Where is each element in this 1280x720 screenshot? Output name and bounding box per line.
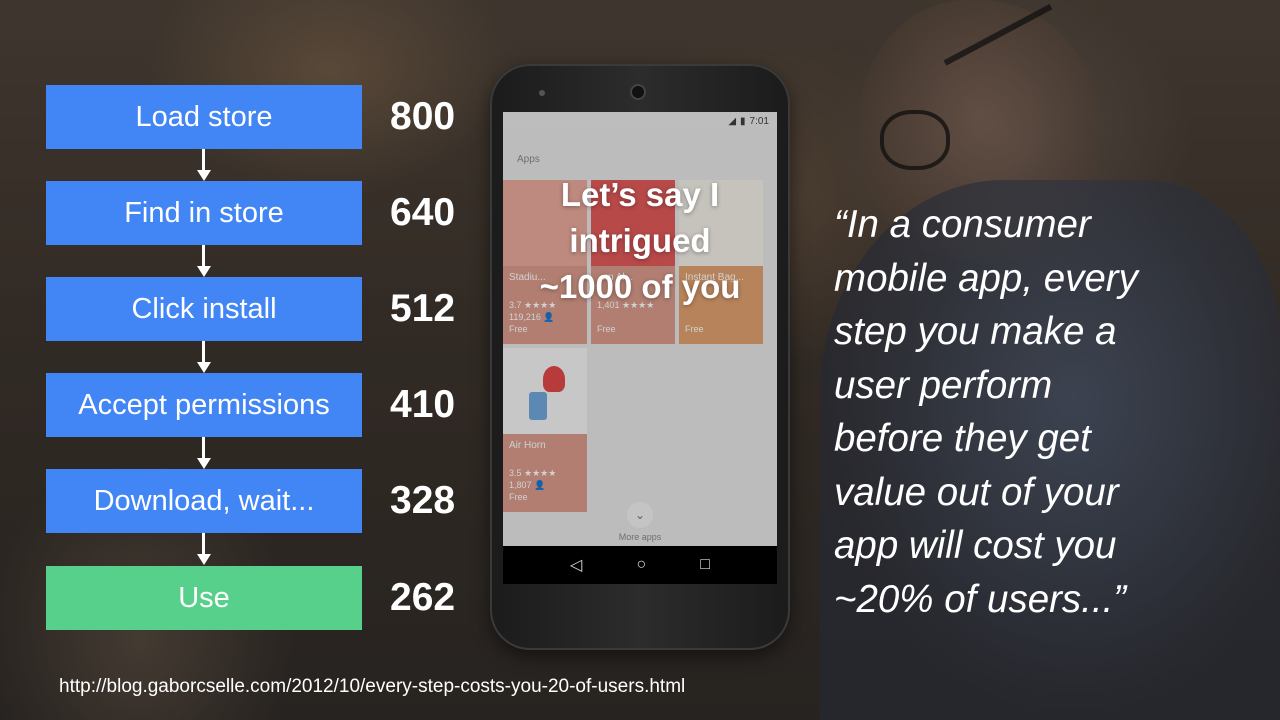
screen-dim-overlay (503, 130, 777, 546)
camera-icon (630, 84, 646, 100)
quote-line: mobile app, every (834, 256, 1138, 300)
source-url[interactable]: http://blog.gaborcselle.com/2012/10/ever… (59, 676, 686, 697)
battery-icon: ▮ (740, 115, 746, 127)
android-navbar: ◁ ○ □ (503, 546, 777, 584)
quote: “In a consumer mobile app, every step yo… (834, 198, 1254, 626)
phone-overlay-text: Let’s say I intrigued ~1000 of you (500, 172, 780, 310)
more-apps[interactable]: ⌄ More apps (503, 502, 777, 542)
sensor-dot (539, 90, 545, 96)
quote-line: user perform (834, 363, 1053, 407)
phone-screen: ◢ ▮ 7:01 Apps Stadiu... 3.7 ★★★★ 119,216… (503, 112, 777, 584)
overlay-line: intrigued (569, 222, 711, 259)
phone-device: ◢ ▮ 7:01 Apps Stadiu... 3.7 ★★★★ 119,216… (490, 64, 790, 650)
step-click-install: Click install (46, 277, 362, 341)
quote-line: value out of your (834, 470, 1119, 514)
step-download-wait: Download, wait... (46, 469, 362, 533)
app-tile-rating: 1,401 ★★★★ (597, 300, 655, 310)
app-tile-price: Free (685, 324, 704, 334)
person-shirt (820, 180, 1280, 720)
count-click-install: 512 (390, 287, 456, 330)
signal-icon: ◢ (728, 115, 737, 127)
app-tile[interactable]: ...m Al... 1,401 ★★★★ Free (591, 180, 675, 344)
count-load-store: 800 (390, 95, 456, 138)
app-tile-image (591, 180, 675, 266)
app-tile-name: ...m Al... (597, 272, 634, 283)
quote-line: ~20% of users...” (834, 577, 1127, 621)
step-load-store: Load store (46, 85, 362, 149)
air-horn-icon (525, 366, 565, 422)
app-tile-rating: 3.7 ★★★★ (509, 300, 557, 310)
overlay-line: Let’s say I (560, 176, 720, 213)
arrow-down-icon (197, 341, 211, 373)
app-tile-rating: 3.5 ★★★★ (509, 468, 557, 478)
arrow-down-icon (197, 245, 211, 277)
quote-line: app will cost you (834, 524, 1117, 567)
quote-line: “In a consumer (834, 203, 1091, 246)
count-use: 262 (390, 576, 456, 619)
overlay-line: ~1000 of you (539, 268, 741, 305)
app-tile[interactable]: Instant Bag... Free (679, 180, 763, 344)
app-tile-name: Air Horn (509, 440, 546, 451)
app-tile-name: Instant Bag... (685, 272, 744, 283)
home-icon[interactable]: ○ (636, 556, 647, 573)
count-find-in-store: 640 (390, 191, 456, 234)
quote-line: before they get (834, 417, 1091, 460)
count-download-wait: 328 (390, 479, 456, 522)
recents-icon[interactable]: □ (700, 556, 710, 573)
app-tile-price: Free (509, 492, 528, 502)
step-accept-permissions: Accept permissions (46, 373, 362, 437)
back-icon[interactable]: ◁ (570, 557, 583, 574)
app-tile-price: Free (509, 324, 528, 334)
arrow-down-icon (197, 437, 211, 469)
app-tile-price: Free (597, 324, 616, 334)
app-tile-downloads: 119,216 👤 (509, 312, 555, 322)
status-time: 7:01 (749, 115, 769, 127)
count-accept-permissions: 410 (390, 383, 456, 426)
app-tile-downloads: 1,807 👤 (509, 480, 546, 490)
arrow-down-icon (197, 149, 211, 181)
status-bar: ◢ ▮ 7:01 (503, 112, 777, 130)
app-tile-image (679, 180, 763, 266)
more-apps-label: More apps (618, 532, 662, 542)
step-use: Use (46, 566, 362, 630)
glasses-icon (880, 110, 950, 170)
apps-label: Apps (517, 154, 540, 165)
app-tile[interactable]: Stadiu... 3.7 ★★★★ 119,216 👤 Free (503, 180, 587, 344)
arrow-down-icon (197, 533, 211, 565)
step-find-in-store: Find in store (46, 181, 362, 245)
quote-line: step you make a (834, 310, 1117, 353)
chevron-down-icon: ⌄ (627, 502, 653, 528)
app-tile-image (503, 180, 587, 266)
app-tile-image (503, 348, 587, 434)
app-tile-air-horn[interactable]: Air Horn 3.5 ★★★★ 1,807 👤 Free (503, 348, 587, 512)
app-tile-name: Stadiu... (509, 272, 546, 283)
